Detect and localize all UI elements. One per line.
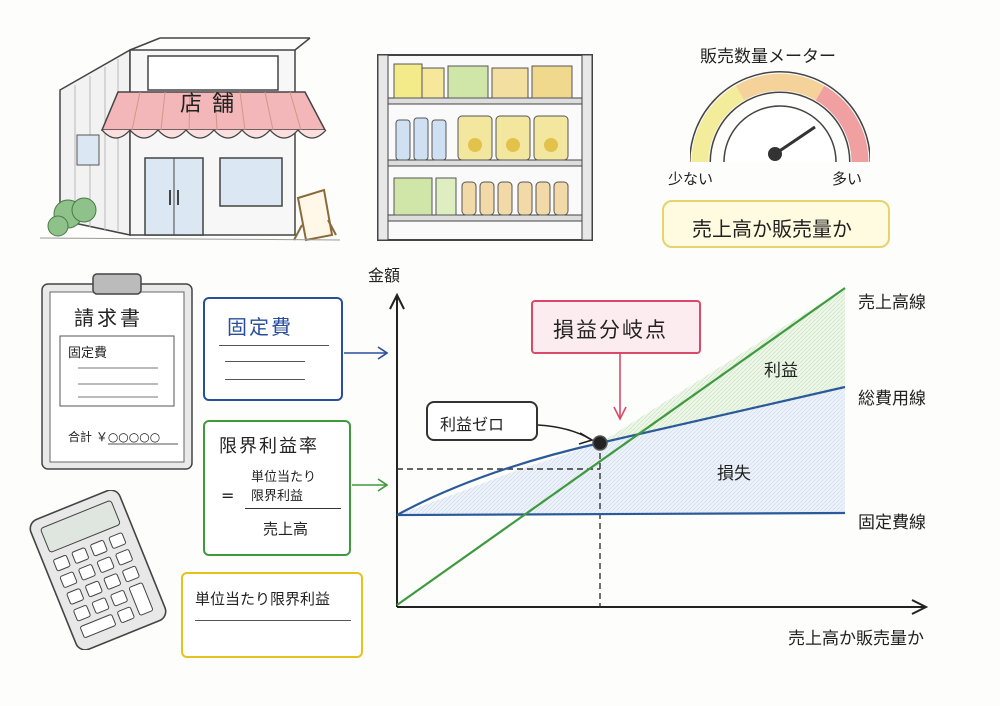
- profit-region-fill: [600, 288, 845, 443]
- break-even-callout: 損益分岐点: [531, 300, 701, 354]
- store-drawing: [39, 37, 341, 242]
- fixed-cost-line-3: [225, 379, 305, 380]
- fixed-cost-line-2: [225, 361, 305, 362]
- fixed-cost-title: 固定費: [227, 315, 293, 339]
- y-axis-label: 金額: [368, 266, 401, 285]
- meter-low-label: 少ない: [668, 170, 714, 188]
- store-illustration: 店舗: [39, 30, 341, 245]
- invoice-total: 合計 ￥○○○○○: [68, 430, 161, 444]
- store-sign-text: 店舗: [180, 92, 245, 117]
- loss-region-label: 損失: [717, 464, 751, 484]
- meter-caption-box: 売上高か販売量か: [662, 200, 890, 248]
- loss-region-fill: [397, 387, 845, 515]
- marginal-profit-rate-card: 限界利益率 単位当たり = 限界利益 売上高: [203, 420, 351, 556]
- gauge-drawing: [689, 71, 871, 163]
- unit-margin-line: [195, 620, 351, 621]
- fixed-cost-line-label: 固定費線: [858, 513, 926, 533]
- clipboard-drawing: [41, 273, 193, 470]
- zero-profit-label-arrow: [537, 424, 591, 440]
- shelf-drawing: [377, 54, 593, 241]
- calculator-illustration: [28, 489, 168, 651]
- unit-marginal-profit-card: 単位当たり限界利益: [181, 572, 363, 658]
- invoice-clipboard: 請求書 固定費 合計 ￥○○○○○: [38, 272, 196, 472]
- break-even-chart: [389, 287, 929, 615]
- shelf-illustration: [370, 50, 600, 245]
- meter-title: 販売数量メーター: [700, 47, 836, 67]
- sales-meter-gauge: [689, 62, 871, 172]
- break-even-point-marker: [592, 435, 608, 451]
- fixed-cost-card: 固定費: [203, 297, 343, 401]
- fixed-cost-line-1: [219, 345, 329, 346]
- margin-rate-equals: =: [221, 486, 235, 505]
- margin-rate-numerator-1: 単位当たり: [251, 470, 317, 485]
- zero-profit-label: 利益ゼロ: [440, 415, 505, 434]
- break-even-label: 損益分岐点: [553, 318, 668, 342]
- fixed-cost-line: [396, 511, 846, 517]
- margin-rate-numerator-2: 限界利益: [251, 489, 304, 504]
- meter-high-label: 多い: [832, 170, 863, 188]
- margin-rate-denominator: 売上高: [263, 520, 309, 538]
- margin-rate-fraction-bar: [245, 508, 341, 509]
- margin-rate-title: 限界利益率: [219, 436, 319, 457]
- meter-caption: 売上高か販売量か: [692, 217, 852, 241]
- calculator-drawing: [29, 489, 167, 651]
- profit-region-label: 利益: [764, 361, 798, 381]
- card-connector-arrows: [344, 346, 389, 492]
- invoice-item: 固定費: [68, 346, 108, 361]
- unit-margin-title: 単位当たり限界利益: [195, 590, 331, 608]
- sales-line: [396, 287, 846, 606]
- zero-profit-callout: 利益ゼロ: [426, 401, 538, 441]
- total-cost-line-label: 総費用線: [858, 389, 926, 409]
- sales-line-label: 売上高線: [858, 293, 926, 313]
- invoice-title: 請求書: [74, 306, 143, 330]
- x-axis-label: 売上高か販売量か: [788, 629, 924, 649]
